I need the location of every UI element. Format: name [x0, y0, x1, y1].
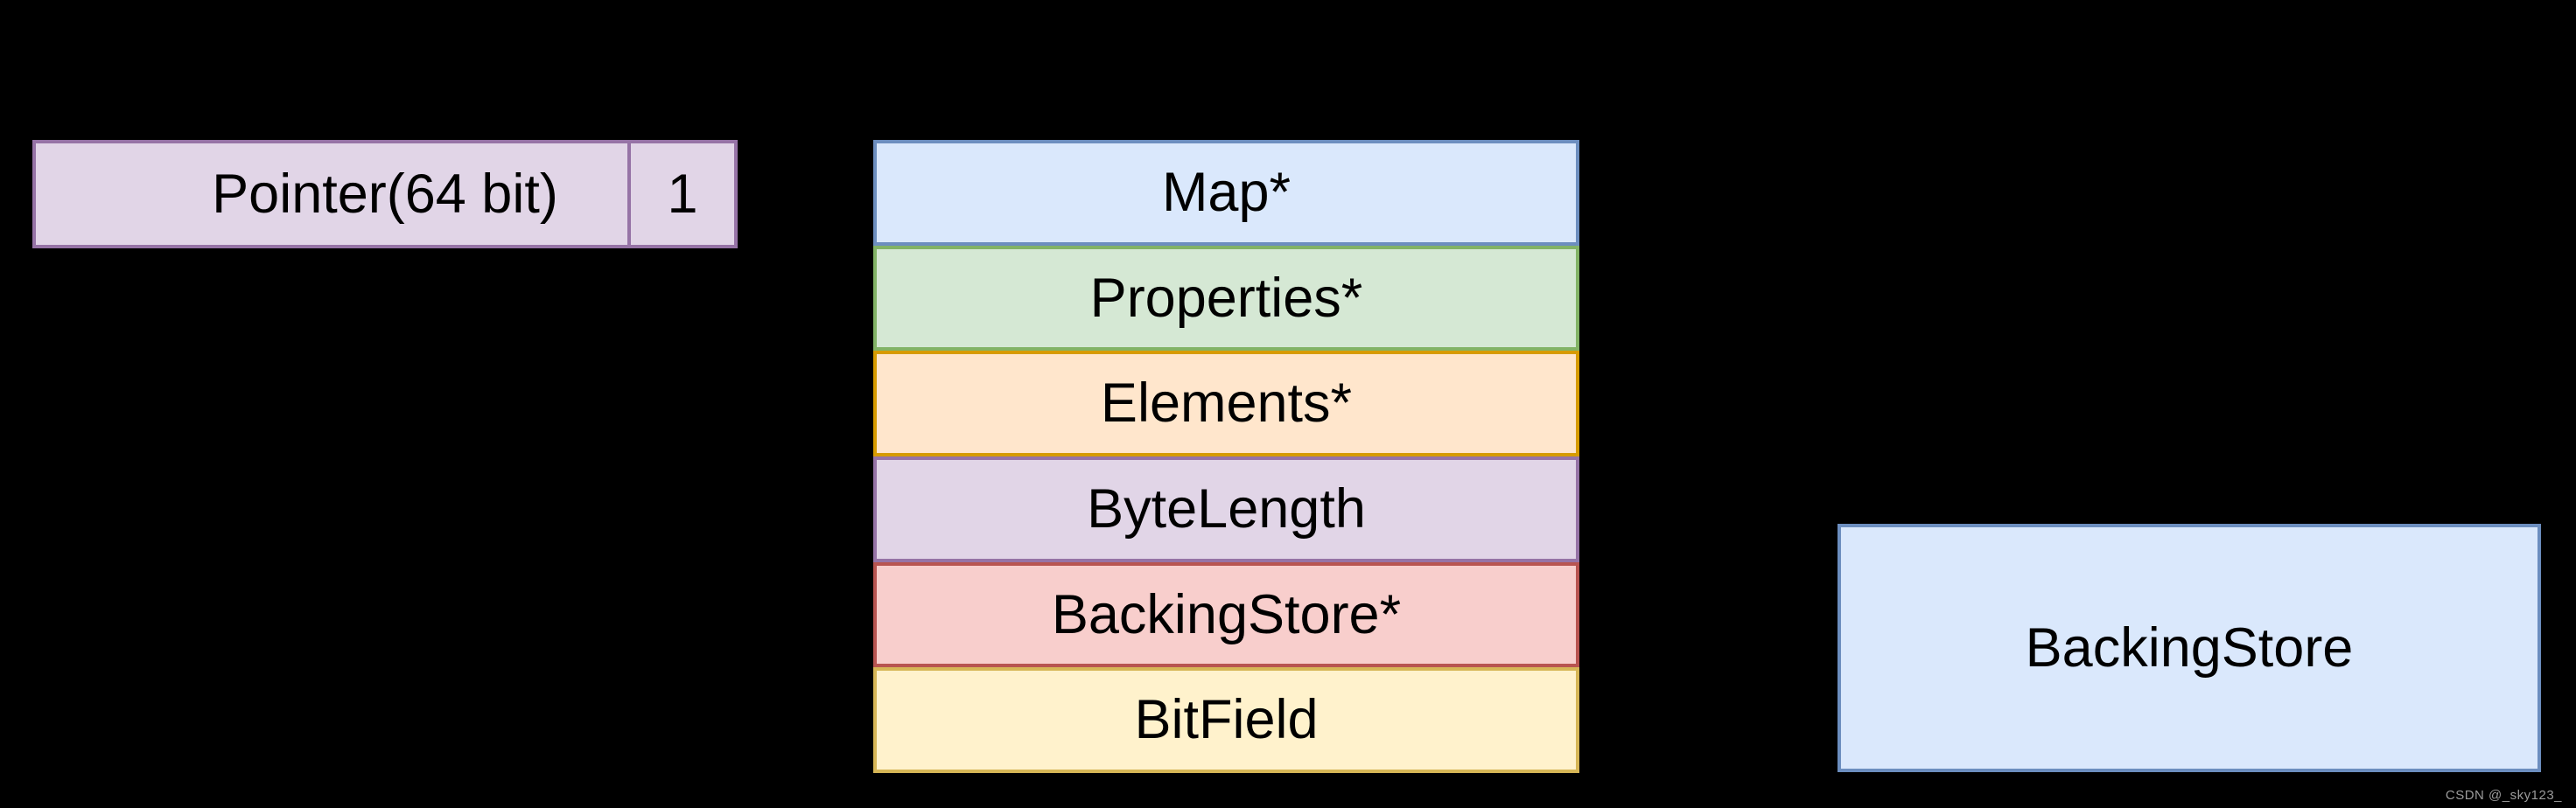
pointer-box: Pointer(64 bit) 1	[32, 140, 738, 248]
stack-row-bytelength: ByteLength	[873, 456, 1579, 562]
watermark: CSDN @_sky123_	[2445, 788, 2562, 803]
pointer-count-value: 1	[667, 163, 698, 225]
stack-row-bitfield: BitField	[873, 667, 1579, 774]
stack-row-backingstore-ptr-label: BackingStore*	[1051, 583, 1402, 645]
stack-row-backingstore-ptr: BackingStore*	[873, 561, 1579, 668]
pointer-label-wrap: Pointer(64 bit)	[36, 143, 734, 245]
pointer-label: Pointer(64 bit)	[212, 163, 558, 225]
stack-row-properties-label: Properties*	[1089, 267, 1363, 329]
object-field-stack: Map* Properties* Elements* ByteLength Ba…	[873, 140, 1579, 774]
stack-row-elements: Elements*	[873, 351, 1579, 457]
stack-row-map: Map*	[873, 140, 1579, 246]
backing-store-label: BackingStore	[2025, 616, 2354, 679]
stack-row-bitfield-label: BitField	[1134, 689, 1319, 751]
stack-row-bytelength-label: ByteLength	[1087, 477, 1366, 540]
pointer-count-cell: 1	[627, 143, 734, 245]
stack-row-elements-label: Elements*	[1100, 373, 1353, 435]
stack-row-map-label: Map*	[1161, 161, 1292, 223]
stack-row-properties: Properties*	[873, 245, 1579, 352]
backing-store-box: BackingStore	[1838, 524, 2541, 772]
